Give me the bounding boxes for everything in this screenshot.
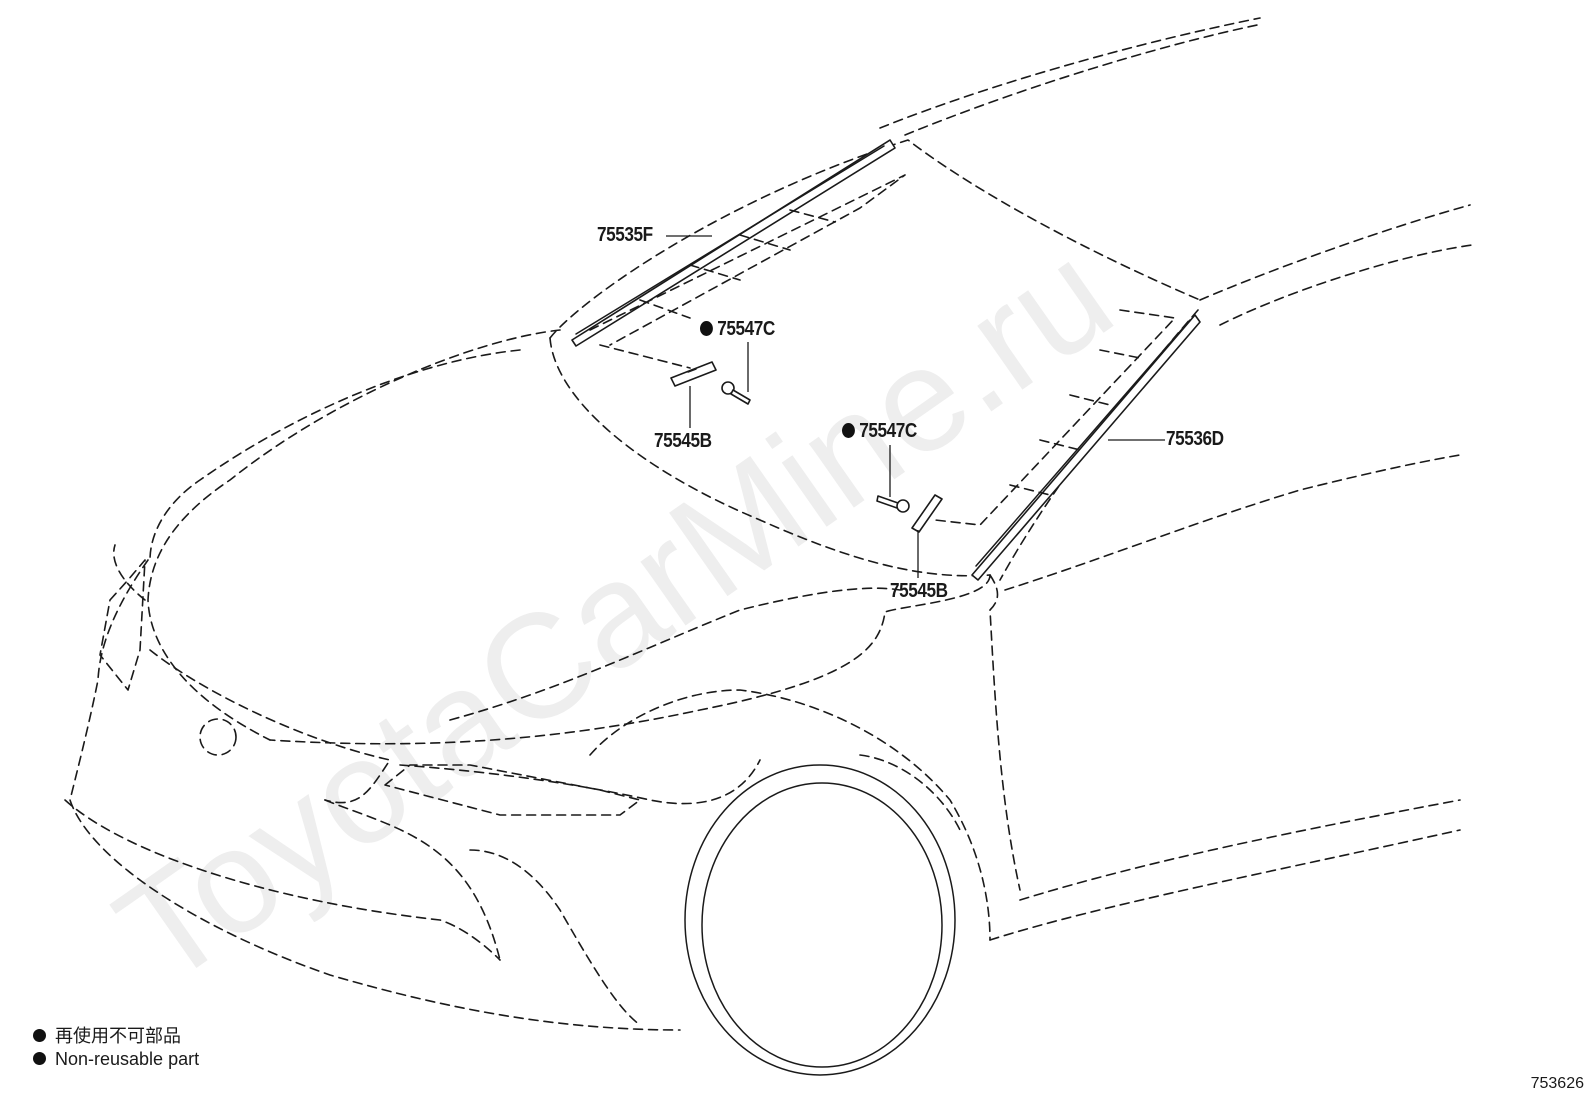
rocker-line	[1019, 799, 1461, 901]
retainer-lh-part	[670, 361, 717, 387]
fender-upper-line	[449, 587, 901, 721]
clip-rh-part	[876, 495, 910, 513]
roof-molding-ref-drop	[599, 344, 691, 369]
roof-drip-molding-edge	[575, 145, 885, 335]
headlight-outline	[99, 559, 146, 691]
legend-japanese: 再使用不可部品	[33, 1022, 181, 1048]
callout-75536D: 75536D	[1166, 428, 1224, 450]
windshield-upper-outline	[549, 139, 1201, 339]
pillar-molding-part	[971, 314, 1201, 581]
pillar-molding-ref-box	[934, 309, 1176, 526]
hood-outline	[147, 329, 561, 741]
side-window-inner	[1219, 244, 1473, 326]
retainer-rh-part	[911, 494, 943, 533]
grille-side-outline	[324, 799, 501, 961]
wheel-outline	[684, 764, 956, 1076]
bumper-corner-outline	[469, 849, 641, 1026]
roof-molding-ref-box	[589, 174, 906, 346]
grille-lower-outline	[64, 799, 501, 961]
rocker-lower-line	[989, 829, 1461, 941]
beltline-upper	[1004, 454, 1461, 591]
roof-outline	[879, 17, 1261, 129]
side-window-top	[1199, 204, 1471, 301]
emblem-outline	[199, 718, 237, 756]
callout-retainer-lh: 75545B	[654, 430, 712, 452]
a-pillar-base-line	[989, 574, 1021, 891]
wheel-arch-outline	[589, 689, 991, 941]
callout-retainer-rh: 75545B	[890, 580, 948, 602]
legend-english: Non-reusable part	[33, 1049, 199, 1070]
callout-75535F: 75535F	[597, 224, 653, 246]
lamp-outline	[384, 764, 641, 816]
callout-clip-rh: 75547C	[842, 420, 917, 443]
figure-id: 753626	[1530, 1075, 1584, 1092]
roof-molding-hatches	[639, 209, 836, 319]
pillar-molding-hatches	[1009, 349, 1141, 496]
legend-dot	[33, 1052, 46, 1065]
legend-dot	[33, 1029, 46, 1042]
hood-crease	[149, 349, 521, 561]
grille-upper-outline	[149, 649, 391, 804]
windshield-lower-outline	[549, 337, 991, 577]
callout-clip-lh: 75547C	[700, 318, 775, 341]
non-reusable-dot	[842, 423, 855, 438]
headlight-left-edge	[113, 544, 146, 601]
cowl-outline	[269, 574, 991, 745]
roof-inner-outline	[904, 23, 1263, 136]
pillar-molding-edge	[975, 319, 1191, 567]
wheel-inner-outline	[701, 782, 943, 1068]
wheel-arch-inner	[859, 754, 961, 831]
clip-lh-part	[721, 381, 751, 405]
non-reusable-dot	[700, 321, 713, 336]
lamp-lower-outline	[399, 759, 761, 805]
